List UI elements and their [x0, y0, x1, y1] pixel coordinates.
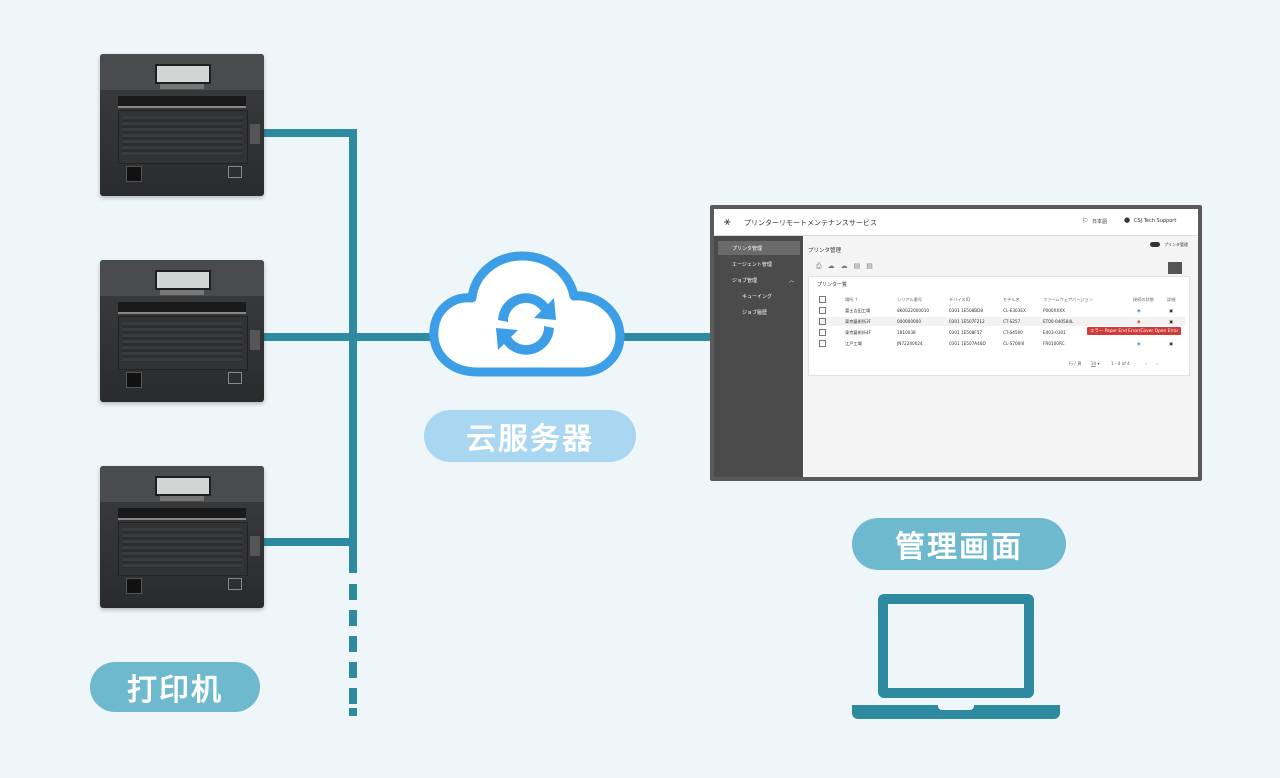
sidebar-item-queueing[interactable]: キューイング: [742, 293, 773, 300]
bus-to-cloud-connector: [349, 333, 439, 341]
page-range: 1 - 4 of 4: [1110, 361, 1130, 366]
printer-1: [100, 54, 264, 196]
user-menu[interactable]: CSJ Tech Support: [1134, 218, 1177, 224]
chevron-down-icon: ▾: [1097, 361, 1100, 366]
status-error-icon: ◉: [1137, 319, 1141, 324]
printer-2: [100, 260, 264, 402]
main-content: プリンタ管理 プリンタ管理 ⎙☁☁▤▤ プリンター覧 場所 ↑ シリアル番号 デ…: [804, 236, 1198, 477]
table-row[interactable]: 東京藝術所3F 000000000 0301 1E507F212 CT-S257…: [817, 317, 1185, 326]
file-icon[interactable]: ▤: [853, 262, 867, 270]
error-tooltip: エラー Paper End Error/Cover Open Error: [1087, 327, 1182, 335]
rows-per-page-select[interactable]: 10: [1090, 361, 1097, 367]
status-ok-icon: ◉: [1137, 308, 1141, 313]
row-checkbox[interactable]: [819, 329, 826, 336]
bus-dash: [349, 708, 357, 716]
cloud-download-icon[interactable]: ☁: [840, 262, 854, 270]
user-icon: ●: [1124, 216, 1131, 224]
rows-per-page-label: 行 / 頁: [1069, 361, 1082, 366]
table-header: 場所 ↑ シリアル番号 デバイスID モデル名 ファームウェアバージョン 接続の…: [817, 295, 1185, 304]
row-checkbox[interactable]: [819, 307, 826, 314]
detail-icon[interactable]: ▣: [1169, 341, 1173, 346]
cloud-to-monitor-connector: [615, 333, 712, 341]
printer1-connector: [262, 129, 354, 137]
cloud-upload-icon[interactable]: ☁: [827, 262, 841, 270]
bus-dash: [349, 662, 357, 678]
printer-list-card: プリンター覧 場所 ↑ シリアル番号 デバイスID モデル名 ファームウェアバー…: [808, 276, 1190, 376]
settings-button[interactable]: [1168, 262, 1182, 274]
print-icon[interactable]: ⎙: [816, 262, 828, 270]
bus-dash: [349, 610, 357, 626]
detail-icon[interactable]: ▣: [1169, 308, 1173, 313]
language-icon: ⚐: [1082, 217, 1089, 225]
sidebar-item-agent-management[interactable]: エージェント管理: [732, 261, 772, 268]
sidebar-item-job-history[interactable]: ジョブ履歴: [742, 309, 768, 316]
bus-dash: [349, 688, 357, 704]
printers-label: 打印机: [90, 662, 260, 712]
row-checkbox[interactable]: [819, 318, 826, 325]
list-title: プリンター覧: [817, 282, 848, 288]
bus-dash: [349, 636, 357, 652]
admin-screen: ⚹ プリンターリモートメンテナンスサービス ⚐ 日本語 ● CSJ Tech S…: [714, 209, 1198, 477]
bus-dash: [349, 584, 357, 600]
vertical-bus: [349, 129, 357, 573]
table-row[interactable]: 江戸工場 JN72240024 0301 1E507A48D CL-S700II…: [817, 339, 1185, 348]
sync-icon: [496, 293, 556, 355]
admin-monitor: ⚹ プリンターリモートメンテナンスサービス ⚐ 日本語 ● CSJ Tech S…: [710, 205, 1202, 481]
cloud-server-label: 云服务器: [424, 410, 636, 462]
status-ok-icon: ◉: [1137, 341, 1141, 346]
view-toggle-label: プリンタ管理: [1164, 242, 1188, 247]
printer2-connector: [262, 333, 354, 341]
app-title: プリンターリモートメンテナンスサービス: [744, 219, 877, 227]
sidebar-item-printer-management[interactable]: プリンタ管理: [718, 241, 800, 255]
admin-screen-label: 管理画面: [852, 518, 1066, 570]
app-header: ⚹ プリンターリモートメンテナンスサービス ⚐ 日本語 ● CSJ Tech S…: [714, 209, 1198, 236]
prev-page-icon[interactable]: ‹: [1145, 361, 1147, 366]
sidebar-item-job-management[interactable]: ジョブ管理︿: [732, 277, 794, 284]
next-page-icon[interactable]: ›: [1156, 361, 1158, 366]
printer3-connector: [262, 538, 354, 546]
app-logo-icon: ⚹: [724, 215, 731, 228]
cloud-icon: [429, 251, 625, 377]
language-selector[interactable]: 日本語: [1092, 219, 1108, 225]
toolbar: ⎙☁☁▤▤: [816, 262, 879, 271]
page-title: プリンタ管理: [808, 248, 842, 254]
table-row[interactable]: 富士吉田工場 8K0022000010 0301 1E508BD8 CL-E30…: [817, 306, 1185, 315]
select-all-checkbox[interactable]: [819, 296, 826, 303]
printer-3: [100, 466, 264, 608]
chevron-up-icon: ︿: [788, 277, 794, 284]
row-checkbox[interactable]: [819, 340, 826, 347]
view-toggle[interactable]: [1150, 242, 1160, 247]
sidebar: プリンタ管理 エージェント管理 ジョブ管理︿ キューイング ジョブ履歴: [714, 236, 803, 477]
detail-icon[interactable]: ▣: [1169, 319, 1173, 324]
file-export-icon[interactable]: ▤: [866, 262, 879, 270]
table-row[interactable]: 東京藝術所4F 1810038 0301 1E508F57 CT-S4500 E…: [817, 328, 1185, 337]
pagination: 行 / 頁 10 ▾ 1 - 4 of 4 ‹ ›: [1069, 361, 1158, 367]
